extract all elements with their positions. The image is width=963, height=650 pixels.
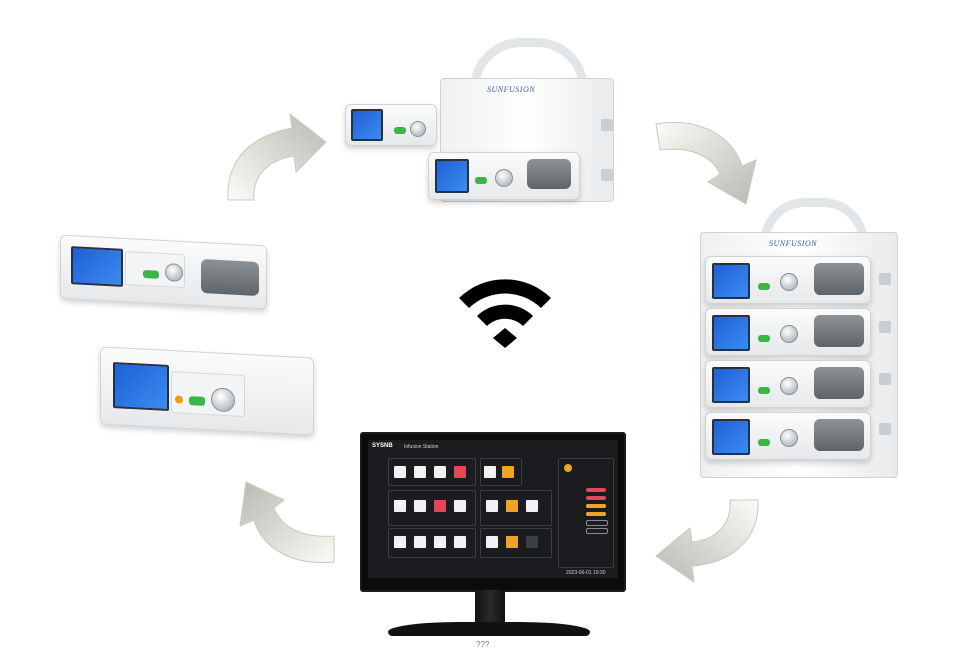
infusion-pump-right-4: [705, 412, 871, 460]
pump-screen: [712, 419, 750, 455]
station-peg: [879, 373, 891, 385]
curved-arrow-icon: [656, 122, 756, 204]
station-peg: [601, 169, 613, 181]
caption: ???: [476, 640, 489, 649]
alarm-pill: [586, 512, 606, 516]
pump-screen: [71, 246, 123, 287]
pump-dial-knob: [780, 377, 798, 395]
pump-tile: [486, 500, 498, 512]
pump-syringe-clamp: [814, 263, 864, 295]
station-brand: SUNFUSION: [487, 85, 535, 94]
pump-syringe-clamp: [527, 159, 571, 189]
monitor: SYSNB Infusion Station 2023-06-01 10:30: [360, 432, 626, 592]
monitor-base: [388, 622, 590, 636]
station-peg: [879, 321, 891, 333]
pump-start-button: [475, 177, 487, 184]
curved-arrow-icon: [228, 114, 326, 200]
monitor-header-text: Infusion Station: [404, 444, 438, 450]
infusion-pump-top-2: [428, 152, 580, 200]
pump-tile: [434, 536, 446, 548]
pump-tile: [434, 466, 446, 478]
infusion-pump-top-1: [345, 104, 437, 146]
pump-dial-knob: [780, 273, 798, 291]
pump-start-button: [758, 335, 770, 342]
pump-tile-alarm: [454, 466, 466, 478]
pump-tile-alarm: [434, 500, 446, 512]
station-brand: SUNFUSION: [769, 239, 817, 248]
infusion-pump-right-1: [705, 256, 871, 304]
pump-dial-knob: [410, 121, 426, 137]
pump-tile: [526, 500, 538, 512]
pump-tile-warning: [502, 466, 514, 478]
pump-control-panel: [171, 371, 245, 417]
infusion-pump-left-bottom: [100, 346, 314, 435]
pump-tile-warning: [506, 500, 518, 512]
pump-start-button: [758, 283, 770, 290]
pump-tile: [394, 536, 406, 548]
curved-arrow-icon: [240, 482, 334, 563]
pump-tile-warning: [506, 536, 518, 548]
alarm-pill: [586, 496, 606, 500]
monitor-screen: SYSNB Infusion Station 2023-06-01 10:30: [368, 440, 618, 578]
pump-dial-knob: [780, 325, 798, 343]
pump-start-button: [143, 270, 159, 279]
alarm-pill: [586, 488, 606, 492]
pump-tile-idle: [526, 536, 538, 548]
pump-tile: [486, 536, 498, 548]
infusion-pump-right-3: [705, 360, 871, 408]
alarm-pill: [586, 528, 608, 534]
pump-syringe-clamp: [814, 367, 864, 399]
pump-screen: [351, 109, 383, 141]
pump-syringe-clamp: [814, 315, 864, 347]
infusion-pump-left-top: [60, 235, 267, 310]
alarm-pill: [586, 520, 608, 526]
pump-screen: [712, 315, 750, 351]
pump-tile: [394, 466, 406, 478]
pump-screen: [435, 159, 469, 193]
monitor-neck: [475, 590, 505, 624]
pump-tile: [394, 500, 406, 512]
monitor-logo: SYSNB: [372, 443, 393, 449]
station-peg: [879, 273, 891, 285]
pump-dial-knob: [211, 387, 235, 412]
pump-tile: [414, 536, 426, 548]
pump-start-button: [758, 387, 770, 394]
wifi-icon: [455, 270, 555, 350]
monitor-footer-text: 2023-06-01 10:30: [566, 570, 605, 576]
alarm-indicator-icon: [564, 464, 572, 472]
pump-screen: [712, 367, 750, 403]
station-peg: [879, 423, 891, 435]
pump-start-button: [394, 127, 406, 134]
pump-tile: [414, 500, 426, 512]
alarm-pill: [586, 504, 606, 508]
pump-dial-knob: [780, 429, 798, 447]
pump-tile: [414, 466, 426, 478]
pump-start-button: [189, 396, 205, 406]
pump-syringe-clamp: [201, 259, 259, 296]
pump-screen: [113, 362, 169, 411]
pump-start-button: [758, 439, 770, 446]
pump-dial-knob: [165, 263, 183, 282]
pump-tile: [454, 500, 466, 512]
curved-arrow-icon: [656, 500, 758, 582]
pump-tile: [454, 536, 466, 548]
pump-screen: [712, 263, 750, 299]
station-peg: [601, 119, 613, 131]
pump-syringe-clamp: [814, 419, 864, 451]
pump-dial-knob: [495, 169, 513, 187]
pump-alarm-button: [175, 395, 183, 403]
pump-tile: [484, 466, 496, 478]
infusion-pump-right-2: [705, 308, 871, 356]
